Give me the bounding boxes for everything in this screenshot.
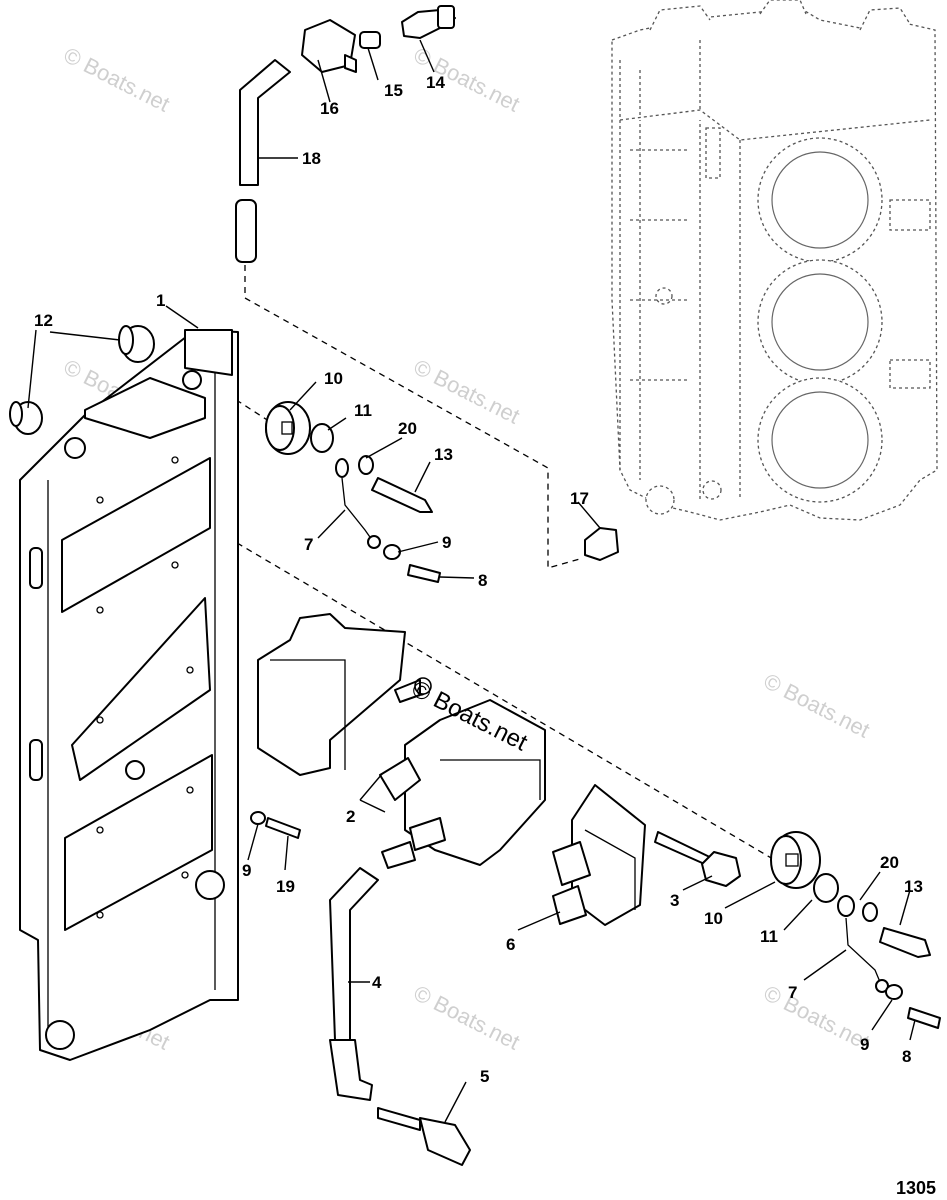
mounting-plate xyxy=(19,329,239,1061)
callout-9: 9 xyxy=(860,1035,869,1054)
callout-13: 13 xyxy=(904,877,923,896)
callout-15: 15 xyxy=(384,81,403,100)
callout-13: 13 xyxy=(434,445,453,464)
callout-8: 8 xyxy=(902,1047,911,1066)
watermark: © Boats.net xyxy=(410,980,524,1055)
callout-6: 6 xyxy=(506,935,515,954)
callout-7: 7 xyxy=(788,983,797,1002)
callout-4: 4 xyxy=(372,973,382,992)
watermark: © Boats.net xyxy=(410,354,524,429)
callout-10: 10 xyxy=(704,909,723,928)
watermark: © Boats.net xyxy=(60,42,174,117)
callout-16: 16 xyxy=(320,99,339,118)
callout-19: 19 xyxy=(276,877,295,896)
callout-12: 12 xyxy=(34,311,53,330)
leader-lines xyxy=(27,39,916,1123)
callout-10: 10 xyxy=(324,369,343,388)
callout-9: 9 xyxy=(442,533,451,552)
callout-11: 11 xyxy=(354,401,372,420)
upper-hardware xyxy=(265,401,441,583)
callout-11: 11 xyxy=(760,927,778,946)
callout-3: 3 xyxy=(670,891,679,910)
engine-block-phantom xyxy=(611,0,938,521)
callout-20: 20 xyxy=(398,419,417,438)
long-bolt xyxy=(654,831,741,887)
lower-hardware xyxy=(770,831,941,1029)
ignition-coils xyxy=(257,613,546,869)
callout-20: 20 xyxy=(880,853,899,872)
callout-7: 7 xyxy=(304,535,313,554)
callout-labels: 1 2 3 4 5 6 7 7 8 8 9 9 9 10 10 11 11 12… xyxy=(34,73,923,1086)
callout-1: 1 xyxy=(156,291,165,310)
ignition-module xyxy=(552,784,646,926)
callout-8: 8 xyxy=(478,571,487,590)
hose-and-fittings xyxy=(235,5,619,561)
callout-5: 5 xyxy=(480,1067,489,1086)
callout-17: 17 xyxy=(570,489,589,508)
callout-18: 18 xyxy=(302,149,321,168)
watermark: © Boats.net xyxy=(760,668,874,743)
callout-14: 14 xyxy=(426,73,445,92)
spark-plug-lead xyxy=(329,867,471,1166)
callout-2: 2 xyxy=(346,807,355,826)
figure-number: 1305 xyxy=(896,1178,936,1198)
callout-9: 9 xyxy=(242,861,251,880)
watermark: © Boats.net xyxy=(760,980,874,1055)
